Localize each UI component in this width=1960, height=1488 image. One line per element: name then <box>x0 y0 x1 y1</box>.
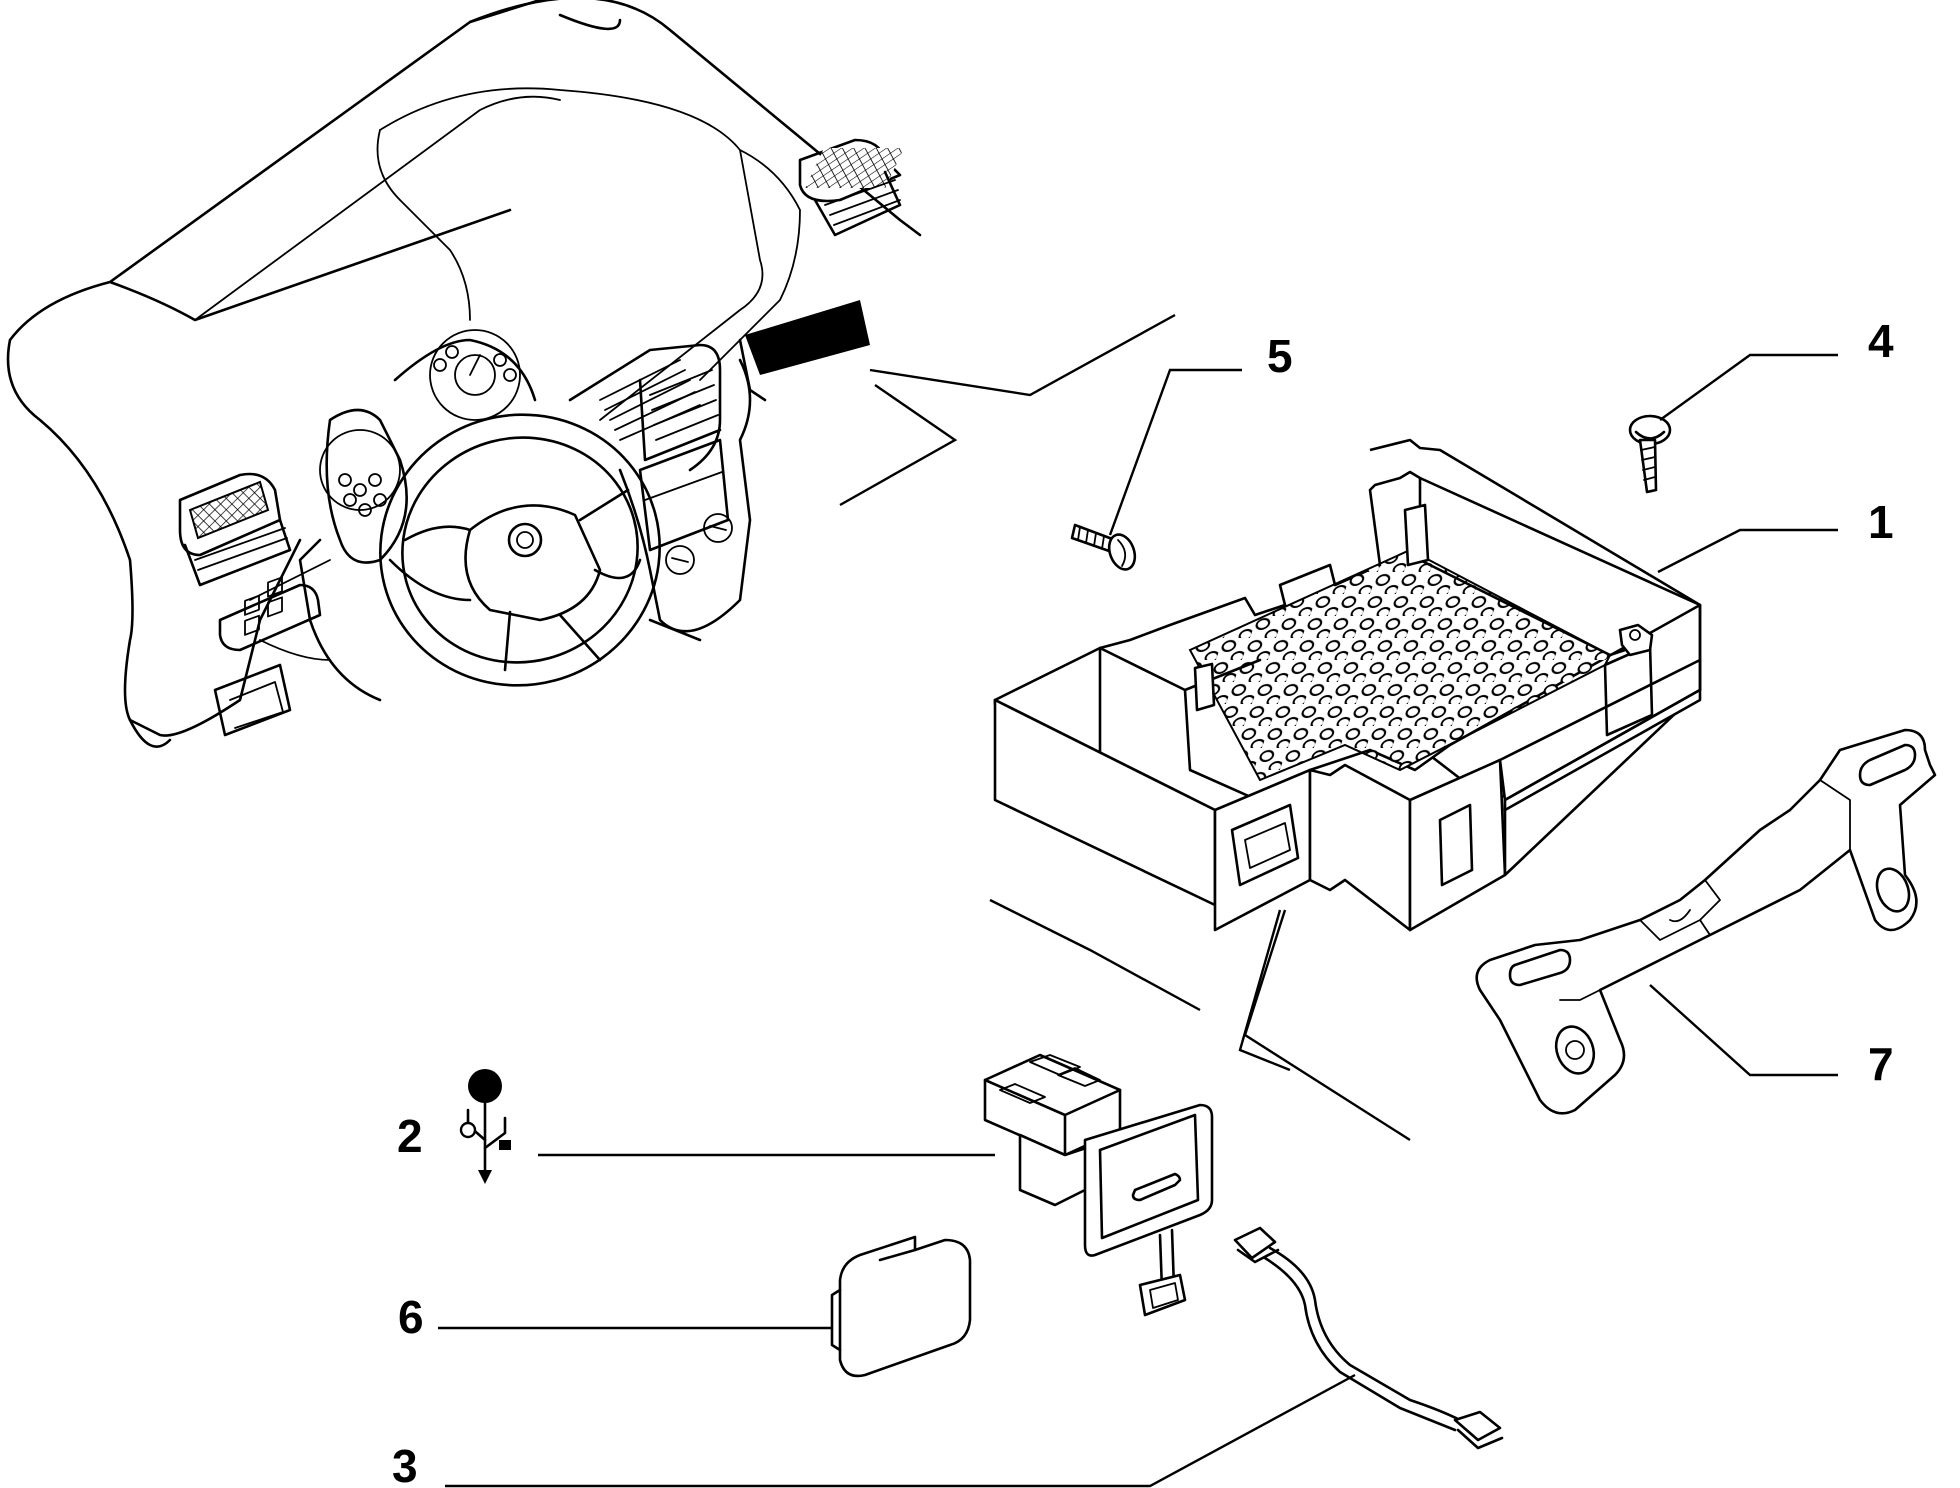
part-3-harness <box>445 1226 1504 1488</box>
part-7-bracket <box>1475 728 1937 1115</box>
part-6-cap <box>438 1235 972 1378</box>
dashboard-illustration <box>6 0 1176 748</box>
callout-5: 5 <box>1267 330 1293 382</box>
callout-6: 6 <box>398 1291 424 1343</box>
callout-2: 2 <box>397 1110 423 1162</box>
part-5-screw <box>1070 368 1242 571</box>
callout-3: 3 <box>392 1440 418 1488</box>
callout-1: 1 <box>1868 496 1894 548</box>
usb-icon <box>459 1069 511 1184</box>
part-4-screw <box>1628 353 1838 494</box>
callout-4: 4 <box>1868 315 1894 367</box>
part-2-usb-socket <box>538 1053 1214 1317</box>
part-1-tray <box>993 438 1838 932</box>
callout-7: 7 <box>1868 1038 1894 1090</box>
context-leaders <box>989 898 1411 1142</box>
